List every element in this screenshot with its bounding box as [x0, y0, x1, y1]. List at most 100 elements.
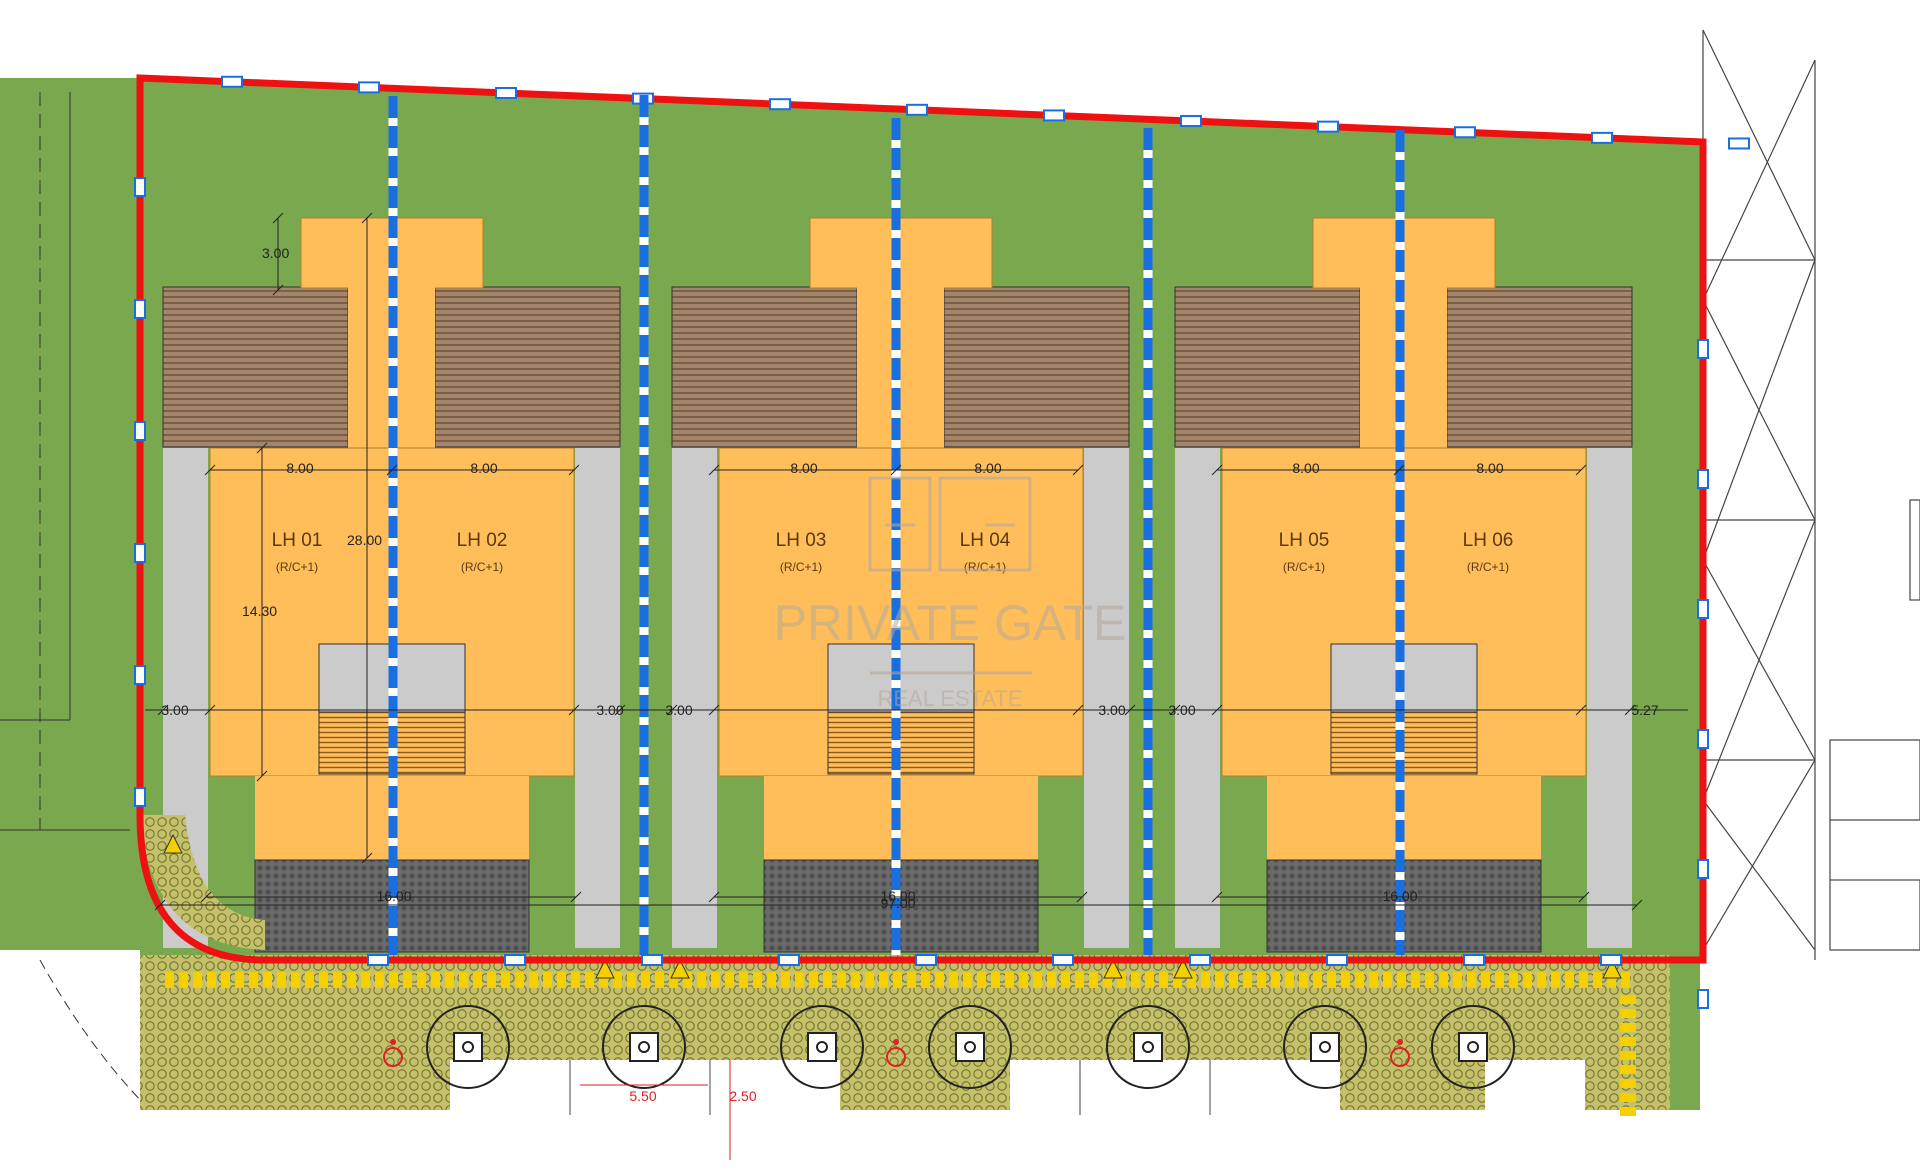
bollard-core	[638, 1041, 650, 1053]
tactile-bar	[641, 972, 650, 988]
tactile-bar	[1159, 972, 1168, 988]
neighbour-lines	[0, 92, 151, 1111]
bollard-core	[462, 1041, 474, 1053]
tactile-bar	[1271, 972, 1280, 988]
tactile-bar	[837, 972, 846, 988]
tick	[1624, 704, 1636, 716]
tactile-bar	[1355, 972, 1364, 988]
tactile-bar	[389, 972, 398, 988]
tactile-bar	[1620, 1065, 1636, 1074]
tactile-bar	[739, 972, 748, 988]
lot-levels: (R/C+1)	[276, 560, 318, 574]
pavement-edge	[1670, 955, 1700, 1110]
tick	[361, 852, 373, 864]
boundary-marker-bottom-7	[1189, 954, 1211, 966]
lot-label-2: LH 02(R/C+1)	[457, 530, 508, 574]
tick	[204, 704, 216, 716]
boundary-marker-top-11	[1591, 131, 1613, 144]
dim-house-width-4: 8.00	[974, 460, 1001, 476]
lot-label-6: LH 06(R/C+1)	[1463, 530, 1514, 574]
tick	[1169, 704, 1181, 716]
boundary-marker-top-10	[1454, 126, 1476, 139]
tactile-bar	[347, 972, 356, 988]
tactile-bar	[963, 972, 972, 988]
terrace-right	[1446, 286, 1633, 448]
boundary-marker-left-6	[134, 787, 146, 807]
boundary-marker-left-5	[134, 665, 146, 685]
tactile-bar	[459, 972, 468, 988]
accessible-parking-icon-3	[1390, 1047, 1410, 1067]
tactile-bar	[571, 972, 580, 988]
tactile-bar	[711, 972, 720, 988]
boundary-marker-bottom-6	[1052, 954, 1074, 966]
tactile-bar	[431, 972, 440, 988]
stair-void	[827, 643, 975, 713]
tactile-bar	[1047, 972, 1056, 988]
bollard-icon	[1310, 1032, 1340, 1062]
tree-pit-6	[1283, 1005, 1367, 1089]
bollard-core	[964, 1041, 976, 1053]
tick	[1393, 464, 1405, 476]
boundary-marker-right-1	[1697, 339, 1709, 359]
tactile-bar	[1495, 972, 1504, 988]
lot-name: LH 06	[1463, 530, 1514, 551]
boundary-marker-top-2	[358, 81, 380, 94]
dim-block-width-2: 16.00	[880, 888, 915, 904]
tick	[1211, 891, 1223, 903]
dim-block-width-1: 16.00	[376, 888, 411, 904]
tactile-bar	[1173, 972, 1182, 988]
dim-house-width-6: 8.00	[1476, 460, 1503, 476]
dim-house-width-1: 8.00	[286, 460, 313, 476]
tactile-bar	[263, 972, 272, 988]
boundary-marker-top-1	[221, 75, 243, 88]
tactile-bar	[1509, 972, 1518, 988]
tactile-bar	[1201, 972, 1210, 988]
garage	[763, 859, 1039, 953]
entrance-marker-6	[1602, 958, 1622, 979]
tactile-bar	[1620, 1051, 1636, 1060]
boundary-marker-top-12	[1728, 137, 1750, 150]
tick	[361, 212, 373, 224]
tactile-bar	[935, 972, 944, 988]
tactile-bar	[725, 972, 734, 988]
tactile-bar	[1453, 972, 1462, 988]
tactile-bar	[865, 972, 874, 988]
boundary-marker-left-4	[134, 543, 146, 563]
tactile-bar	[1620, 1093, 1636, 1102]
house-annex	[809, 217, 993, 289]
tactile-bar	[375, 972, 384, 988]
accessible-head	[1397, 1039, 1403, 1045]
tactile-bar	[1620, 1023, 1636, 1032]
tactile-bar	[655, 972, 664, 988]
dimension-texts: 3.00 8.00 8.00 8.00 8.00 8.00 8.00 28.00…	[161, 245, 1658, 1104]
lot-labels: LH 01(R/C+1)LH 02(R/C+1)LH 03(R/C+1)LH 0…	[272, 530, 1514, 574]
lot-levels: (R/C+1)	[780, 560, 822, 574]
watermark-name: PRIVATE GATE	[774, 595, 1127, 651]
tactile-bar	[193, 972, 202, 988]
tactile-bar	[1243, 972, 1252, 988]
tactile-bar	[529, 972, 538, 988]
tactile-bar	[921, 972, 930, 988]
watermark-logo-icon	[868, 476, 1032, 572]
tactile-bar	[907, 972, 916, 988]
stairs	[827, 711, 975, 775]
tactile-bar	[1075, 972, 1084, 988]
tick	[200, 891, 212, 903]
tree-pit-4	[928, 1005, 1012, 1089]
boundary-marker-top-8	[1180, 115, 1202, 128]
tick	[272, 284, 284, 296]
tactile-bar	[1327, 972, 1336, 988]
terrace-left	[1174, 286, 1361, 448]
tactile-bar	[1019, 972, 1028, 988]
tree-pit-2	[602, 1005, 686, 1089]
tick	[386, 464, 398, 476]
walkway-right	[1084, 448, 1129, 948]
accessible-head	[893, 1039, 899, 1045]
tactile-bar	[879, 972, 888, 988]
tactile-bar	[1131, 972, 1140, 988]
tactile-bar	[557, 972, 566, 988]
tactile-bar	[1187, 972, 1196, 988]
bollard-icon	[629, 1032, 659, 1062]
tick	[708, 464, 720, 476]
walkway-left	[672, 448, 717, 948]
